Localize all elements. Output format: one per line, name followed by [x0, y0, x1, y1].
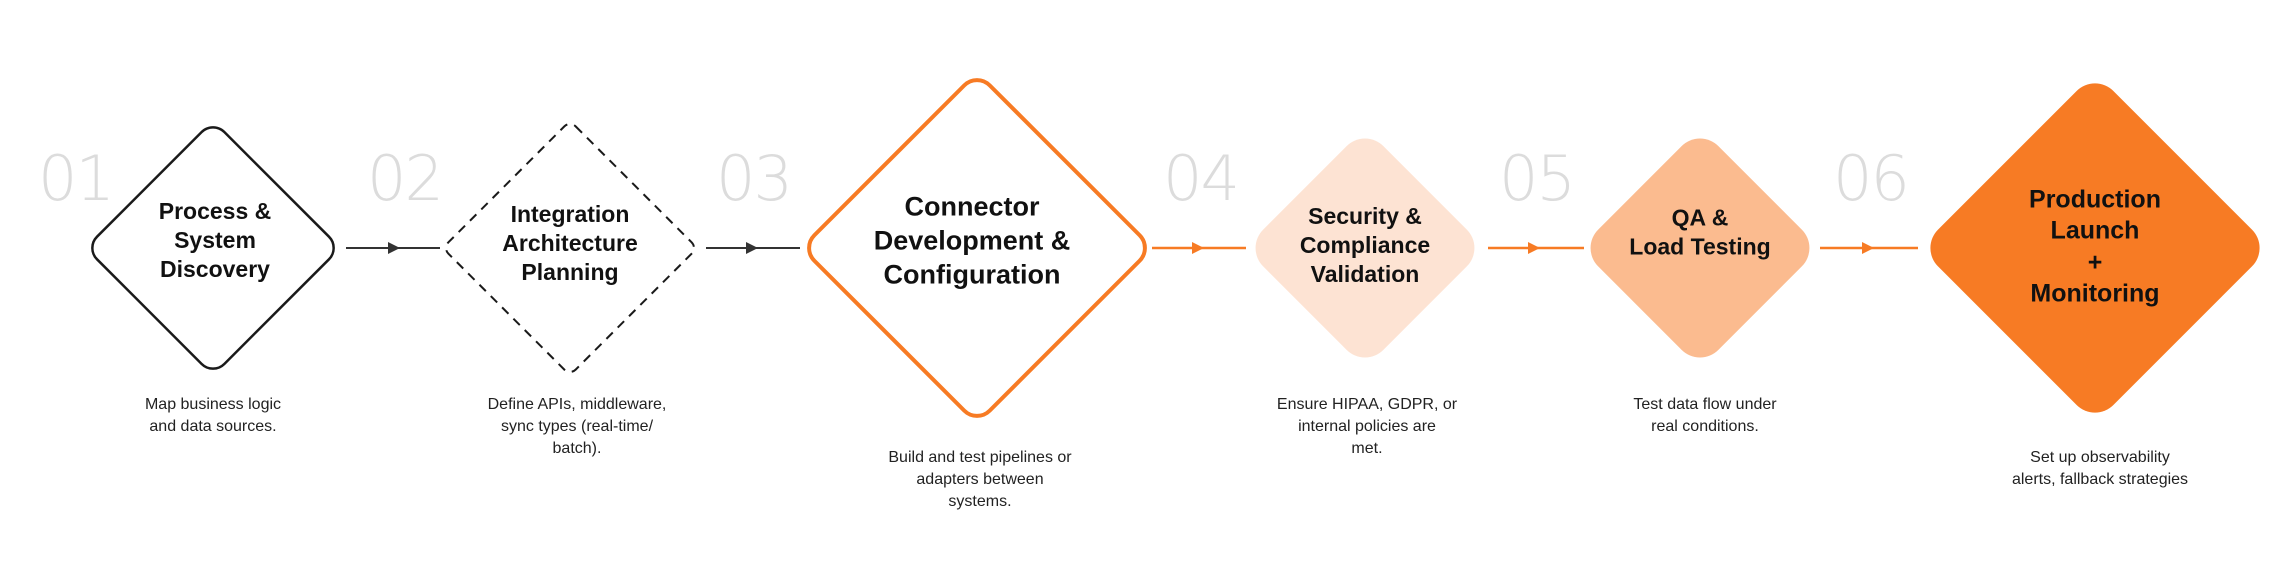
step-description-5: Test data flow under real conditions. [1633, 396, 1777, 435]
connector-3-4 [1152, 242, 1246, 254]
step-number-3: 03 [716, 142, 793, 215]
step-5-diamond [1590, 138, 1810, 358]
connector-5-6 [1820, 242, 1918, 254]
step-title-1: Process & System Discovery [158, 197, 272, 282]
connector-1-2 [346, 242, 440, 254]
step-number-2: 02 [367, 142, 444, 215]
step-title-4: Security & Compliance Validation [1299, 202, 1431, 287]
step-number-4: 04 [1163, 142, 1240, 215]
step-title-6: Production Launch + Monitoring [2029, 185, 2161, 308]
connector-4-5 [1488, 242, 1584, 254]
step-description-3: Build and test pipelines or adapters bet… [888, 449, 1072, 510]
step-4-diamond [1255, 138, 1475, 358]
step-description-6: Set up observability alerts, fallback st… [2011, 449, 2189, 488]
step-number-6: 06 [1833, 142, 1910, 215]
step-description-4: Ensure HIPAA, GDPR, or internal policies… [1276, 396, 1458, 457]
step-6-diamond [1930, 83, 2260, 413]
step-description-1: Map business logic and data sources. [144, 396, 282, 435]
step-title-5: QA & Load Testing [1629, 204, 1771, 259]
step-1-diamond [91, 126, 335, 370]
step-title-2: Integration Architecture Planning [502, 200, 638, 285]
step-description-2: Define APIs, middleware, sync types (rea… [487, 396, 667, 457]
step-3-diamond [807, 78, 1147, 418]
step-number-1: 01 [38, 142, 115, 215]
step-number-5: 05 [1499, 142, 1576, 215]
step-title-3: Connector Development & Configuration [873, 191, 1071, 289]
step-2-diamond [445, 123, 695, 373]
connector-2-3 [706, 242, 800, 254]
